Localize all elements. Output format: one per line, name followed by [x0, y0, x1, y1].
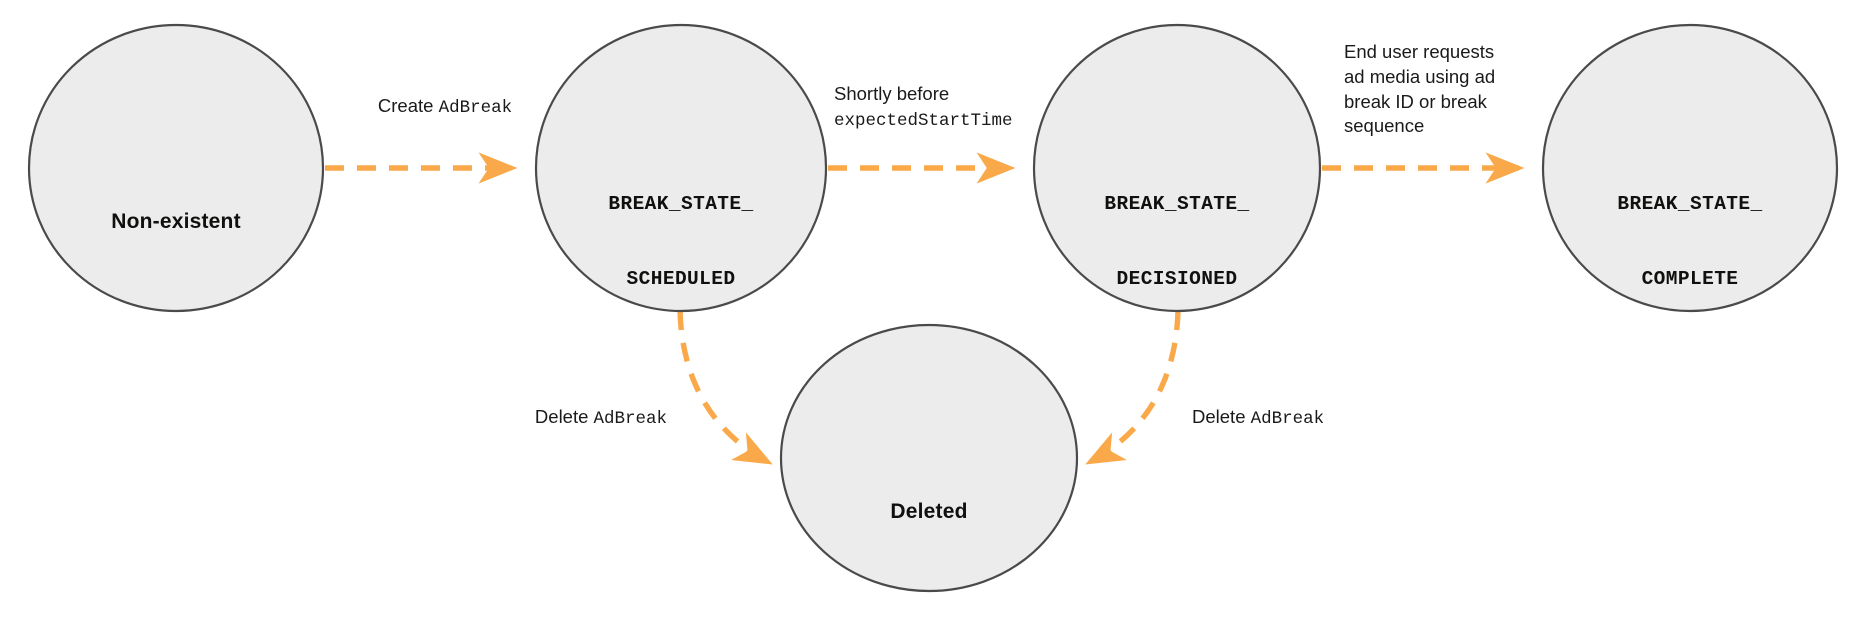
- edge-delete-adbreak-from-scheduled: [677, 310, 773, 465]
- nodes-layer: [27, 23, 1839, 593]
- node-break-state-scheduled[interactable]: [534, 23, 828, 313]
- edge-delete-adbreak-from-decisioned: [1085, 310, 1181, 465]
- edges-layer: [325, 152, 1525, 465]
- node-deleted[interactable]: [779, 323, 1079, 593]
- node-non-existent[interactable]: [27, 23, 325, 313]
- node-break-state-decisioned[interactable]: [1032, 23, 1322, 313]
- node-break-state-complete[interactable]: [1541, 23, 1839, 313]
